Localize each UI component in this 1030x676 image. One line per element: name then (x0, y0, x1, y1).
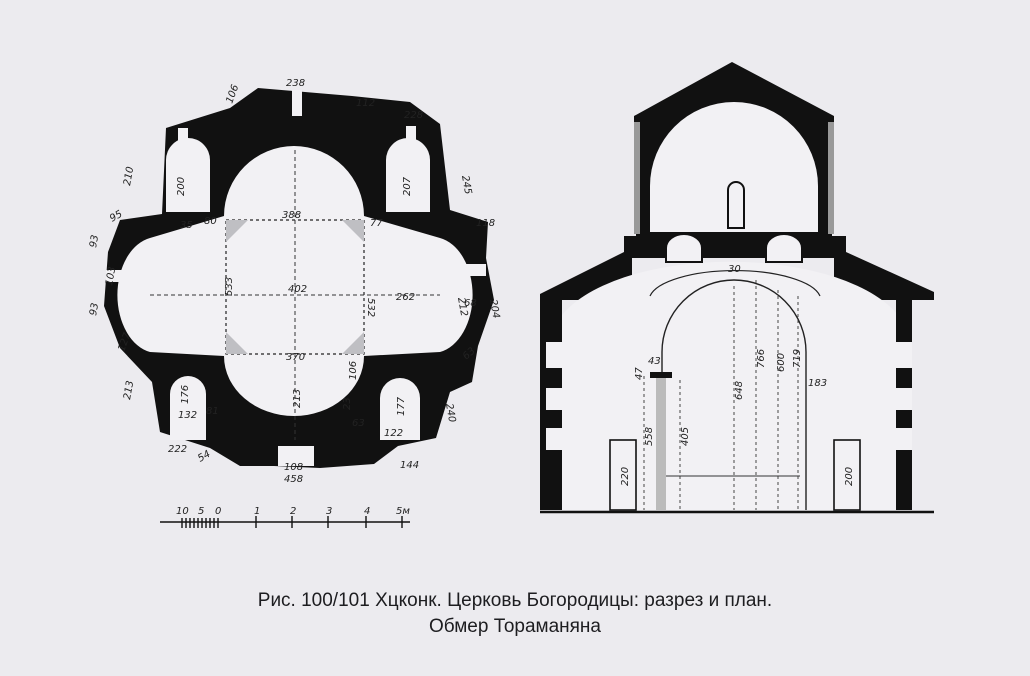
plan-dim: 132 (178, 410, 197, 421)
section-dim: 766 (756, 349, 767, 368)
section-hall (560, 261, 900, 510)
plan-dim: 262 (396, 292, 415, 303)
scale-label: 0 (215, 506, 221, 517)
floor-plan (104, 88, 494, 468)
plan-dim: 112 (356, 98, 375, 109)
plan-niche-sw (170, 376, 206, 440)
scale-bar: 10 5 0 1 2 3 4 5м (160, 506, 410, 528)
scale-label: 10 (176, 506, 189, 517)
section-dim: 405 (680, 427, 691, 446)
section-dim: 47 (634, 367, 645, 380)
figure-caption: Рис. 100/101 Хцконк. Церковь Богородицы:… (0, 588, 1030, 640)
plan-dim: 176 (180, 385, 191, 404)
plan-dim: 144 (400, 460, 419, 471)
plan-dim: 35 (180, 220, 193, 231)
section-dim: 719 (792, 349, 803, 368)
section-dim: 220 (620, 467, 631, 486)
section-dim: 600 (776, 353, 787, 372)
plan-dim: 68 (464, 298, 477, 309)
plan-dim: 210 (122, 166, 136, 187)
plan-niche-nw (166, 138, 210, 212)
plan-dim: 23 (342, 397, 353, 410)
plan-dim: 177 (396, 396, 407, 416)
plan-dim: 533 (224, 277, 235, 296)
plan-dim: 213 (292, 389, 303, 408)
plan-dim: 54 (196, 449, 213, 465)
plan-dim: 213 (122, 380, 136, 401)
plan-dim: 81 (206, 406, 219, 417)
section-drum-window (727, 181, 745, 229)
scale-label: 1 (254, 506, 260, 517)
plan-dim: 108 (284, 462, 303, 473)
section-dim: 558 (644, 427, 655, 446)
plan-dim: 200 (176, 177, 187, 196)
plan-dim: 245 (459, 175, 473, 196)
section-dim: 648 (734, 381, 745, 400)
plan-dim: 212 (455, 297, 469, 318)
plan-dim: 80 (204, 216, 217, 227)
plan-dim: 63 (352, 418, 365, 429)
section-dim: 200 (844, 467, 855, 486)
plan-dim: 222 (168, 444, 187, 455)
plan-dim: 402 (288, 284, 307, 295)
caption-line-2: Обмер Тораманяна (428, 616, 601, 637)
cross-section (540, 62, 934, 514)
scale-label: 4 (364, 506, 370, 517)
section-dome-interior (650, 102, 818, 232)
scale-label: 2 (290, 506, 296, 517)
caption-line-1: Рис. 100/101 Хцконк. Церковь Богородицы:… (257, 590, 773, 611)
plan-dim: 238 (286, 78, 305, 89)
section-door-left (609, 439, 637, 511)
plan-dim: 103 (104, 266, 118, 287)
plan-dim: 93 (88, 302, 101, 316)
section-door-right (833, 439, 861, 511)
plan-dim: 370 (286, 352, 305, 363)
scale-label: 5м (396, 506, 410, 517)
scale-label: 5 (198, 506, 204, 517)
plan-dim: 93 (88, 234, 101, 248)
section-dimension-labels: 43 47 558 405 648 766 600 719 220 200 18… (620, 264, 855, 486)
plan-dim: 77 (370, 218, 383, 229)
plan-dim: 204 (487, 299, 501, 320)
plan-dim: 106 (348, 361, 359, 380)
plan-dim: 207 (402, 176, 413, 196)
plan-dim: 388 (282, 210, 301, 221)
section-dim: 183 (808, 378, 827, 389)
plan-dim: 118 (476, 218, 495, 229)
plan-dim: 532 (365, 298, 376, 317)
section-arch (661, 279, 807, 510)
scale-label: 3 (326, 506, 332, 517)
plan-niche-se (380, 378, 420, 440)
plan-niche-ne (386, 138, 430, 212)
plan-dim: 122 (384, 428, 403, 439)
plan-dim: 458 (284, 474, 303, 485)
plan-dim: 240 (443, 403, 457, 424)
section-dim: 43 (648, 356, 661, 367)
section-dim: 30 (728, 264, 741, 275)
plan-dim: 228 (404, 110, 423, 121)
